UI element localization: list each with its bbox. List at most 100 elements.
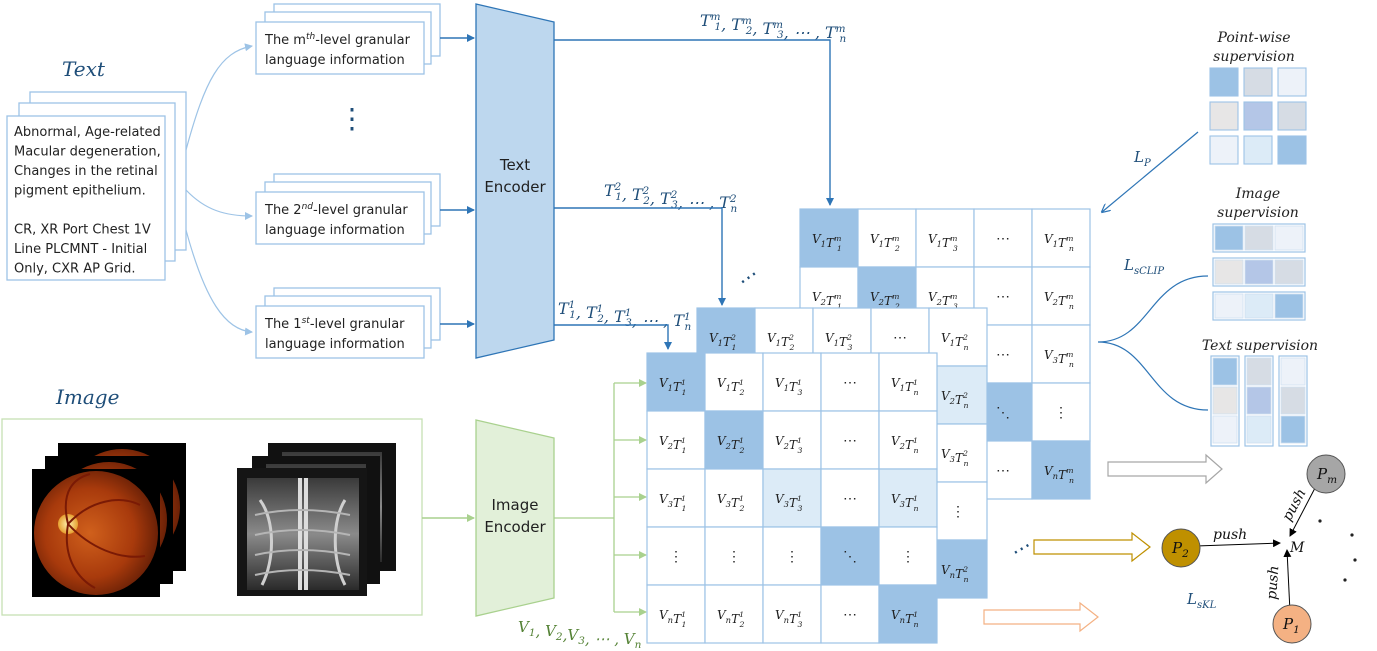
supervision-cell [1280,357,1306,386]
center-label: M [1289,540,1305,556]
matrix-cell [878,584,938,644]
xray-image [237,443,396,596]
matrix-cell [928,423,988,483]
matrix-cell [762,526,822,586]
matrix-cell [646,526,706,586]
matrix-dots: ⋱ [843,549,857,565]
node-P1 [1272,604,1312,644]
text-encoder: Text Encoder [475,3,555,359]
granular-to-encoder-arrows [440,34,475,328]
lp-label: LP [1133,148,1151,169]
matrix-cell [646,584,706,644]
matrix-cell [915,208,975,268]
matrix-cell [928,307,988,367]
image-encoder: Image Encoder [475,419,555,617]
supervision-cell [1246,386,1272,415]
supervision-cell [1244,259,1274,285]
granular-box-line2: language information [265,223,405,238]
granular-box: The mth-level granular language informati… [255,3,441,75]
vertical-ellipsis: ⋮ [338,102,366,135]
push-label-pm: push [1279,486,1309,524]
lsclip-brace [1097,275,1209,411]
matrix-cell [704,468,764,528]
image-section-title: Image [55,385,119,409]
report-to-granular-arrows [185,43,253,336]
supervision-cell [1246,357,1272,386]
supervision-cell [1209,135,1239,165]
matrix-cell [704,584,764,644]
node-P2 [1161,528,1201,568]
supervision-cell [1280,386,1306,415]
supervision-cell [1243,101,1273,131]
point-wise-grid [1209,67,1307,165]
image-embedding-text: V1, V2,V3, ⋯ , Vn [518,618,642,651]
lsclip-label: LsCLIP [1123,256,1164,277]
supervision-cell [1244,293,1274,319]
point-supervision-line2: supervision [1213,49,1295,65]
granular-box: The 2nd-level granular language informati… [255,173,441,245]
matrix-cell [928,365,988,425]
matrix-cell [878,526,938,586]
matrix-cell [1031,266,1091,326]
point-supervision-line1: Point-wise [1216,30,1290,46]
matrix-dots: ⋮ [727,549,741,565]
supervision-cell [1277,135,1307,165]
matrix-cell [820,584,880,644]
image-supervision-line2: supervision [1217,205,1299,221]
push-label-p1: push [1264,565,1282,600]
matrix-cell [878,468,938,528]
node-label: P2 [1171,539,1189,560]
report-line: Abnormal, Age-related [14,125,161,140]
supervision-cell [1274,259,1304,285]
matrix-cell [1031,440,1091,500]
fundus-image [32,443,186,597]
supervision-cell [1274,293,1304,319]
matrix-dots: ⋯ [996,463,1010,479]
supervision-cell [1214,225,1244,251]
granular-box-line1: The mth-level granular [264,32,411,48]
supervision-cell [1212,415,1238,444]
matrix-cell [704,410,764,470]
text-embedding-arrows [554,39,834,350]
matrix-cell [1031,324,1091,384]
matrix-dots: ⋮ [901,549,915,565]
granular-box-line2: language information [265,53,405,68]
matrix-cell [820,352,880,412]
supervision-cell [1243,135,1273,165]
supervision-cell [1280,415,1306,444]
matrix-cell [973,208,1033,268]
supervision-cell [1214,259,1244,285]
image-encoder-line1: Image [492,496,539,514]
supervision-cell [1212,357,1238,386]
image-embedding-arrows [554,379,647,616]
node-Pm [1306,454,1346,494]
matrix-cell [762,584,822,644]
supervision-cell [1244,225,1274,251]
matrix-dots: ⋯ [843,433,857,449]
matrix-cell [762,352,822,412]
matrix-dots-lower: ⋯ [1007,533,1036,564]
granular-box-line1: The 2nd-level granular [264,202,408,218]
matrix-dots: ⋯ [893,330,907,346]
text-supervision-grid [1210,355,1308,447]
